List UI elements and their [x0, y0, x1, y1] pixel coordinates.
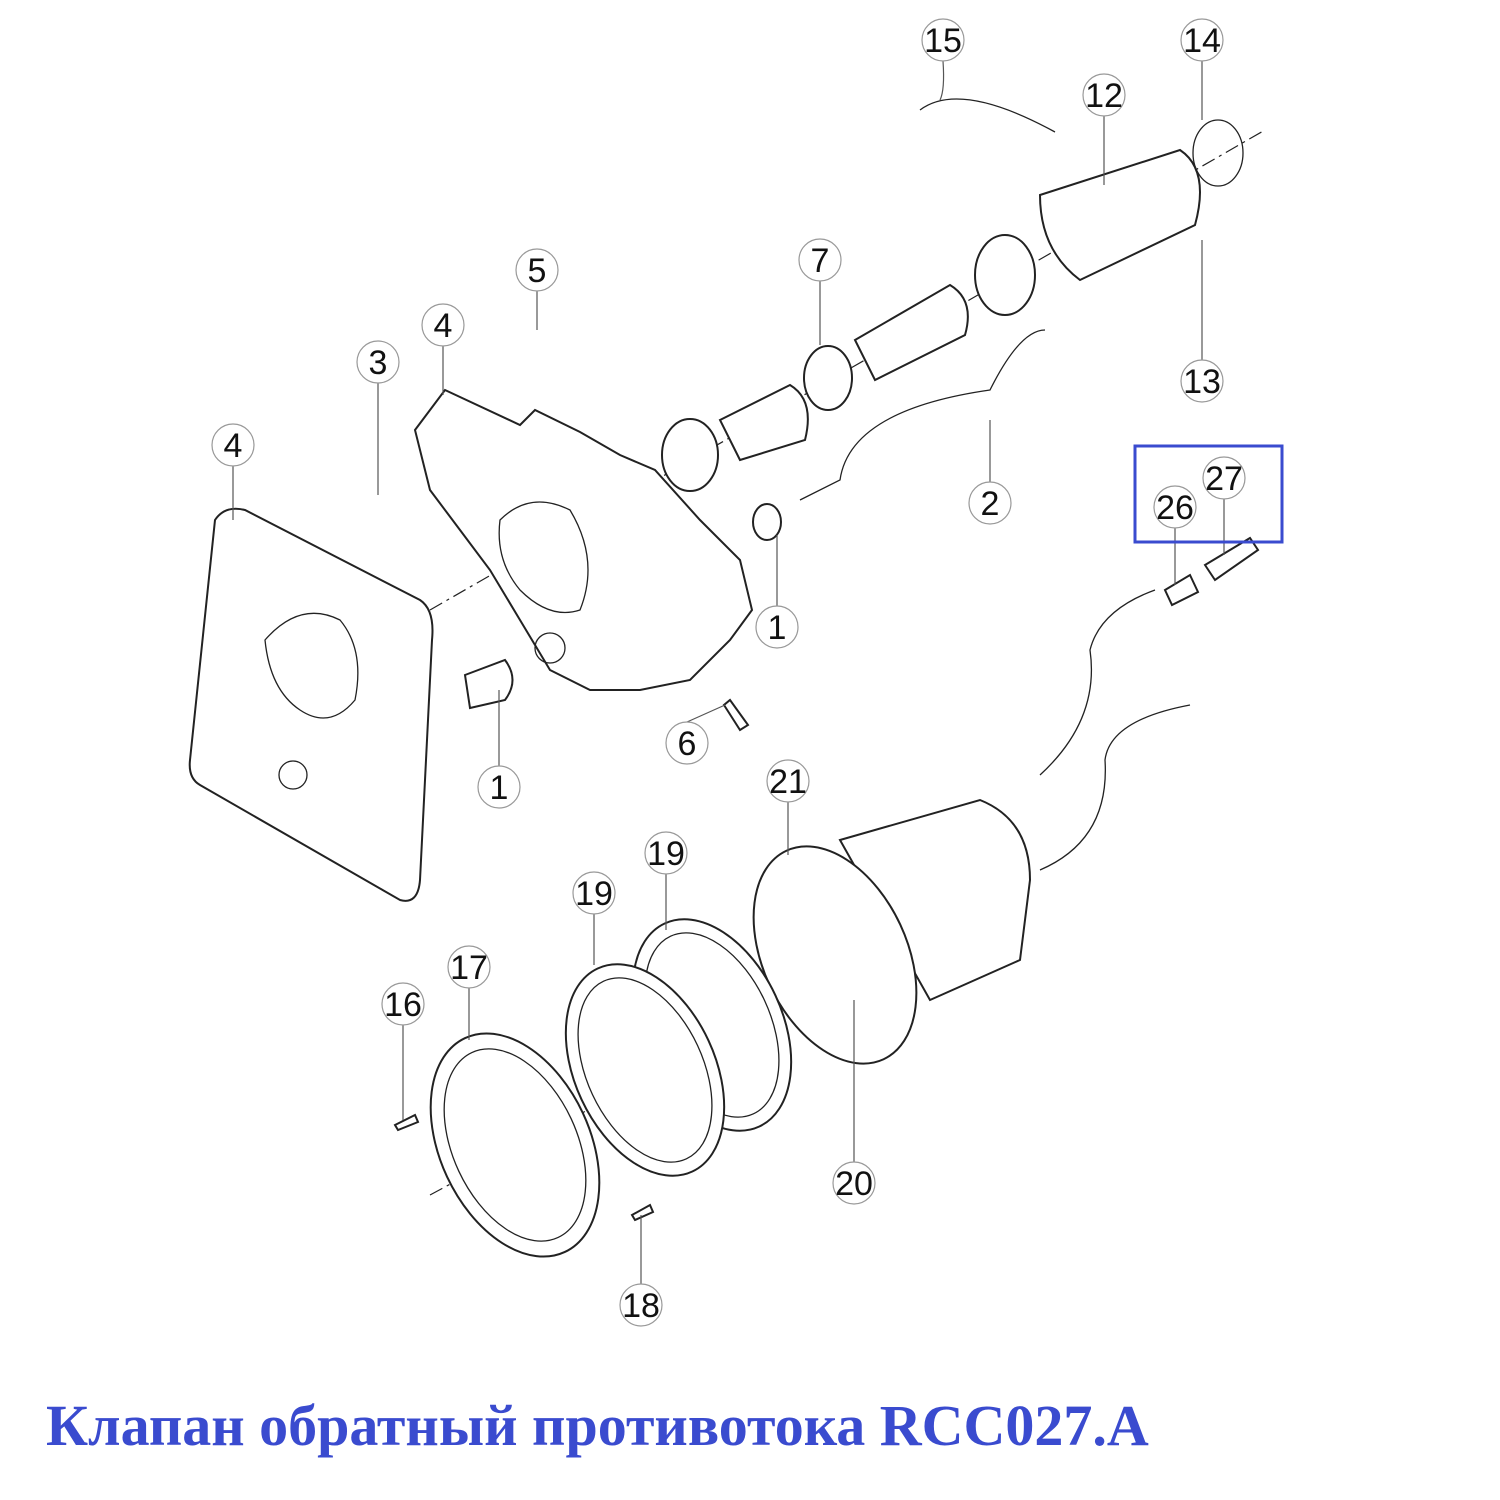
- cable-1: [1039, 589, 1156, 776]
- part-1-fitting: [463, 658, 514, 710]
- svg-text:14: 14: [1183, 22, 1221, 60]
- callout-2: 2: [968, 481, 1012, 525]
- svg-text:20: 20: [835, 1165, 873, 1203]
- part-16-screw: [393, 1113, 420, 1132]
- svg-text:3: 3: [369, 344, 388, 382]
- callout-27: 27: [1202, 456, 1246, 500]
- callout-21: 21: [766, 759, 810, 803]
- part-21-body: [838, 798, 1032, 1002]
- callout-16: 16: [381, 982, 425, 1026]
- svg-text:7: 7: [811, 242, 830, 280]
- part-12-housing: [1038, 148, 1201, 282]
- svg-text:6: 6: [678, 725, 697, 763]
- svg-text:27: 27: [1205, 460, 1243, 498]
- part-nut: [974, 234, 1036, 316]
- diagram-title: Клапан обратный противотока RCC027.A: [46, 1393, 1149, 1458]
- callout-15: 15: [921, 18, 965, 62]
- part-7-tube: [853, 283, 969, 382]
- svg-text:13: 13: [1183, 363, 1221, 401]
- callout-3: 3: [356, 340, 400, 384]
- part-ring-adapter: [661, 418, 719, 492]
- svg-text:19: 19: [647, 835, 685, 873]
- callout-19-a: 19: [644, 831, 688, 875]
- part-27-fitting: [1203, 536, 1260, 582]
- part-4-face-plate: [188, 507, 434, 902]
- part-7-sleeve: [718, 383, 809, 462]
- callout-13: 13: [1180, 359, 1224, 403]
- callout-4-plate: 4: [211, 423, 255, 467]
- part-17-ring: [429, 1032, 601, 1258]
- part-2-wire: [799, 329, 1046, 501]
- callout-7: 7: [798, 238, 842, 282]
- part-7-ring: [803, 345, 853, 411]
- svg-text:26: 26: [1156, 489, 1194, 527]
- part-19-gasket-b: [564, 963, 726, 1177]
- callout-26: 26: [1153, 485, 1197, 529]
- plate-hole: [278, 760, 308, 790]
- svg-text:1: 1: [768, 609, 787, 647]
- callout-6: 6: [665, 721, 709, 765]
- leader-lines: [232, 60, 1225, 1284]
- svg-text:1: 1: [490, 769, 509, 807]
- part-6-pin: [722, 698, 750, 732]
- callout-14: 14: [1180, 18, 1224, 62]
- callout-1-fitting: 1: [477, 765, 521, 809]
- highlight-box-26-27: [1133, 444, 1284, 544]
- svg-text:12: 12: [1085, 77, 1123, 115]
- svg-text:21: 21: [769, 763, 807, 801]
- part-1-nut: [752, 503, 782, 541]
- callout-18: 18: [619, 1283, 663, 1327]
- callout-5: 5: [515, 248, 559, 292]
- part-15-hose: [919, 98, 1056, 133]
- svg-text:5: 5: [528, 252, 547, 290]
- svg-text:16: 16: [384, 986, 422, 1024]
- callout-20: 20: [832, 1161, 876, 1205]
- part-18-screw: [630, 1203, 655, 1222]
- cable-2: [1039, 704, 1191, 871]
- part-26-fitting: [1163, 573, 1200, 607]
- callout-17: 17: [447, 945, 491, 989]
- svg-text:19: 19: [575, 875, 613, 913]
- callout-19-b: 19: [572, 871, 616, 915]
- shell-opening: [498, 501, 589, 614]
- callout-4-shell: 4: [421, 303, 465, 347]
- part-14-oring: [1192, 119, 1244, 187]
- plate-opening: [264, 612, 359, 719]
- svg-text:4: 4: [434, 307, 453, 345]
- svg-text:15: 15: [924, 22, 962, 60]
- svg-text:17: 17: [450, 949, 488, 987]
- svg-text:2: 2: [981, 485, 1000, 523]
- callout-12: 12: [1082, 73, 1126, 117]
- shell-port: [534, 632, 566, 664]
- svg-text:4: 4: [224, 427, 243, 465]
- svg-text:18: 18: [622, 1287, 660, 1325]
- callout-1-nut: 1: [755, 605, 799, 649]
